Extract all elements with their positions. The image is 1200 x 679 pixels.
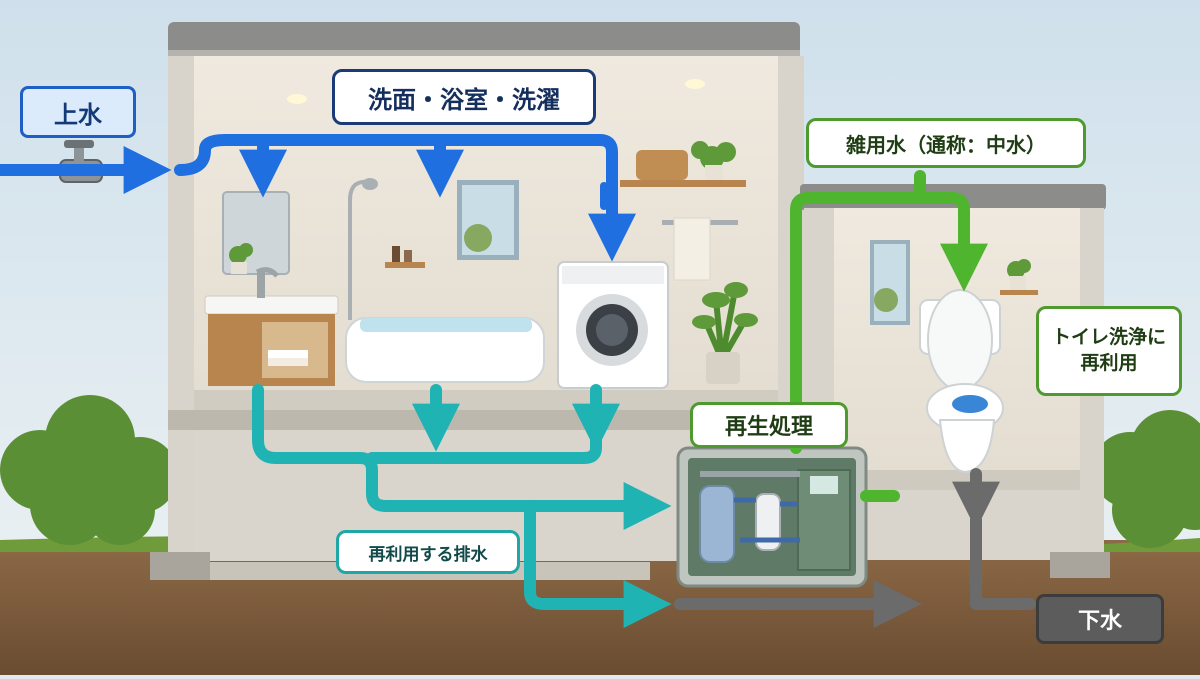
label-bath-area: 洗面・浴室・洗濯	[332, 69, 596, 125]
label-toilet-reuse-line1: トイレ洗浄に	[1051, 326, 1166, 349]
window-bathroom	[457, 180, 519, 260]
toilet-icon	[919, 289, 1004, 474]
bush-left-icon	[0, 395, 178, 545]
label-treatment: 再生処理	[690, 402, 848, 448]
vanity-plant-icon	[229, 243, 253, 274]
label-reusable-drain: 再利用する排水	[336, 530, 520, 574]
label-gray-water: 雑用水（通称：中水）	[806, 118, 1086, 168]
label-toilet-reuse: トイレ洗浄に 再利用	[1036, 306, 1182, 396]
label-sewer: 下水	[1036, 594, 1164, 644]
floor-plant-icon	[692, 282, 758, 384]
bush-right-icon	[1092, 410, 1200, 548]
bathtub-icon	[345, 317, 545, 383]
flow-reusable-drain	[252, 384, 672, 628]
shelf-upper	[620, 141, 746, 187]
shelf-bath	[385, 246, 425, 268]
towel-rack	[662, 217, 738, 281]
flow-sewer	[674, 468, 1036, 628]
label-water-supply: 上水	[20, 86, 136, 138]
window-toilet	[870, 240, 910, 325]
label-toilet-reuse-line2: 再利用	[1080, 352, 1138, 374]
washing-machine-icon	[557, 261, 669, 389]
sink-icon	[204, 191, 339, 386]
toilet-shelf	[1000, 259, 1038, 295]
flow-water-supply	[0, 134, 636, 262]
flow-gray-water	[790, 170, 988, 502]
plant-icon	[691, 141, 736, 170]
shower-icon	[348, 178, 378, 320]
treatment-unit-icon	[676, 446, 868, 588]
